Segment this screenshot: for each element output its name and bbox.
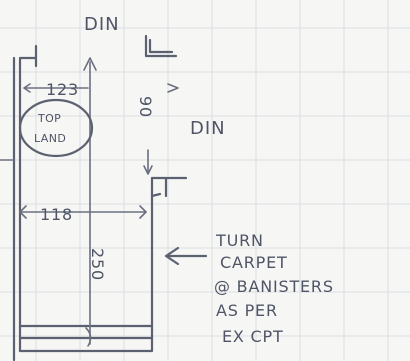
bottom-threshold [18, 324, 154, 340]
top-landing-label-line1: TOP [37, 112, 61, 125]
note-arrow [164, 246, 208, 266]
room-outline [18, 44, 162, 353]
lower-width-label: 118 [40, 205, 73, 224]
note-line-5: EX CPT [222, 327, 284, 346]
landing-depth-arrow [143, 149, 153, 175]
bottom-arrow-hook [85, 327, 92, 347]
note-line-4: AS PER [216, 301, 278, 320]
top-width-label: 123 [46, 80, 79, 99]
right-door-mark [150, 176, 188, 198]
note-line-2: CARPET [220, 253, 288, 272]
vertical-arrow-head [83, 57, 97, 71]
right-door-label: DIN [190, 118, 226, 139]
note-line-1: TURN [215, 231, 264, 250]
lower-width-arrow [19, 205, 147, 219]
top-door-mark [144, 34, 178, 58]
landing-depth-arrow-top [167, 83, 179, 93]
top-door-label: DIN [84, 14, 120, 35]
length-label: 250 [88, 248, 107, 281]
note-line-3: @ BANISTERS [214, 277, 334, 296]
top-landing-oval [18, 98, 94, 158]
top-landing-label-line2: LAND [34, 132, 66, 145]
landing-depth-label: 90 [136, 96, 155, 118]
top-width-arrow [23, 83, 89, 93]
